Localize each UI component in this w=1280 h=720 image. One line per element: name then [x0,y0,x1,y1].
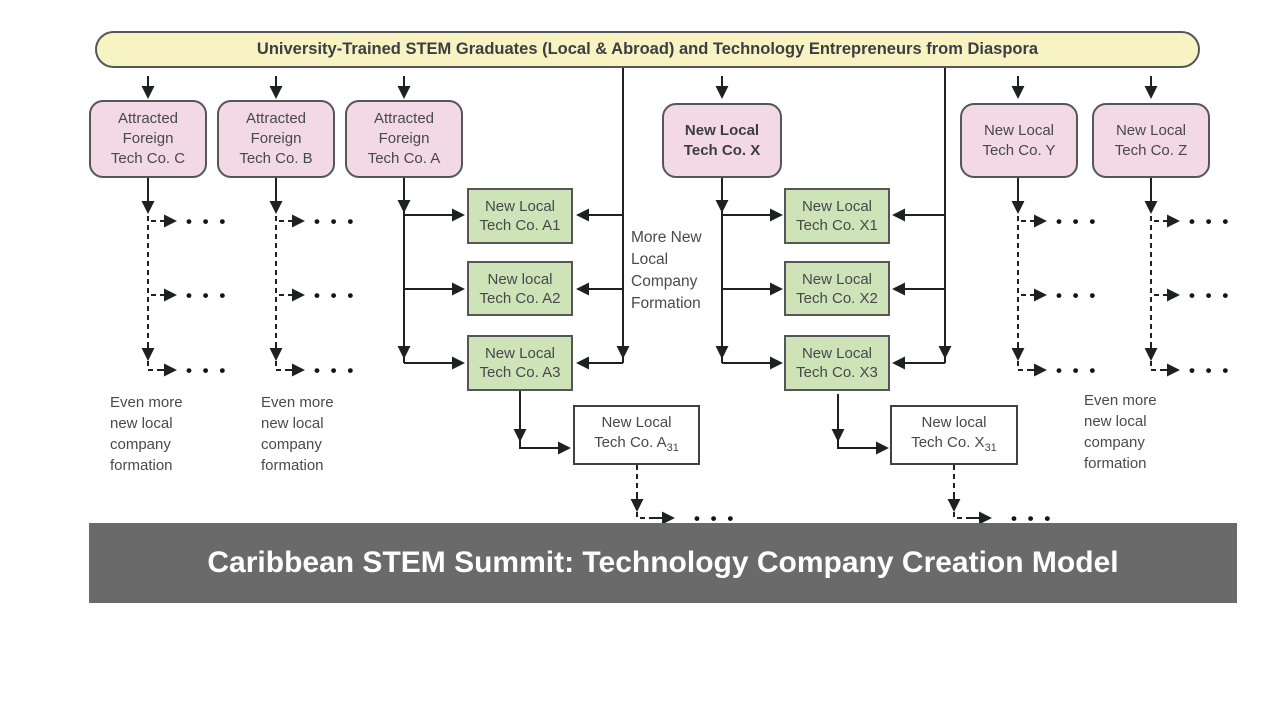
ellipsis: • • • [314,212,357,231]
label-line: Local [631,251,669,268]
node-text-line: Tech Co. X2 [796,289,878,307]
node-text-line: Attracted [245,110,307,127]
ellipsis: • • • [1056,212,1099,231]
node-text-line: New Local [484,345,556,362]
ellipsis: • • • [694,509,737,528]
node-text-line: Tech Co. X31 [911,433,997,458]
node-attracted-foreign-tech-co-b: Attracted Foreign Tech Co. B [217,100,335,178]
node-text-line: New Local [801,270,873,288]
ellipsis: • • • [1189,361,1232,380]
node-text-line: Tech Co. X1 [796,217,878,234]
node-text-main: Tech Co. X [911,433,985,451]
node-text-line: Attracted [373,110,435,127]
node-new-local-tech-co-a2: New local Tech Co. A2 [467,261,573,316]
node-text-line: New Local [801,345,873,362]
label-line: new local [110,415,173,432]
ellipsis: • • • [314,286,357,305]
node-text-line: Tech Co. Y [982,141,1056,159]
caption-text: Caribbean STEM Summit: Technology Compan… [207,546,1119,579]
node-text-line: New Local [601,413,672,431]
node-text-line: Tech Co. A1 [479,217,561,234]
label-line: More New [631,229,702,246]
label-line: Even more [1084,392,1157,409]
label-line: company [261,436,322,453]
label-even-more-left-c: Even more new local company formation [110,392,183,476]
node-new-local-tech-co-x31: New local Tech Co. X31 [890,405,1018,465]
label-line: Formation [631,295,701,312]
node-text-line: New Local [684,121,760,139]
node-text-line: New Local [1115,121,1187,139]
label-line: Even more [261,394,334,411]
label-even-more-right: Even more new local company formation [1084,390,1157,474]
ellipsis: • • • [1011,509,1054,528]
node-attracted-foreign-tech-co-c: Attracted Foreign Tech Co. C [89,100,207,178]
label-line: new local [1084,413,1147,430]
ellipsis: • • • [186,212,229,231]
label-line: formation [110,457,173,474]
node-text-main: Tech Co. A [594,433,667,451]
node-text-line: Tech Co. X3 [796,364,878,381]
ellipsis: • • • [186,286,229,305]
dashed-connectors [147,216,1164,519]
label-line: company [110,436,171,453]
ellipsis: • • • [186,361,229,380]
node-text-line: Tech Co. A2 [479,289,561,307]
ellipsis: • • • [1189,286,1232,305]
connector-arrowheads [141,76,1180,525]
node-new-local-tech-co-y: New Local Tech Co. Y [960,103,1078,178]
node-text-line: Tech Co. A3 [479,364,561,381]
source-banner: University-Trained STEM Graduates (Local… [95,31,1200,68]
node-text-subscript: 31 [984,441,997,454]
node-text-line: Tech Co. Z [1114,141,1188,159]
node-new-local-tech-co-x2: New Local Tech Co. X2 [784,261,890,316]
node-new-local-tech-co-x3: New Local Tech Co. X3 [784,335,890,391]
label-line: new local [261,415,324,432]
node-text-line: Attracted [117,110,179,127]
label-line: formation [1084,455,1147,472]
ellipsis: • • • [1056,286,1099,305]
node-new-local-tech-co-a1: New Local Tech Co. A1 [467,188,573,244]
label-line: Company [631,273,698,290]
label-line: formation [261,457,324,474]
label-even-more-left-b: Even more new local company formation [261,392,334,476]
node-text-line: Tech Co. A31 [594,433,679,458]
node-new-local-tech-co-a31: New Local Tech Co. A31 [573,405,700,465]
node-text-line: Tech Co. X [683,141,761,159]
ellipsis: • • • [314,361,357,380]
node-text-subscript: 31 [666,441,679,454]
node-attracted-foreign-tech-co-a: Attracted Foreign Tech Co. A [345,100,463,178]
node-text-line: New local [487,270,553,288]
source-banner-text: University-Trained STEM Graduates (Local… [256,40,1039,58]
node-new-local-tech-co-z: New Local Tech Co. Z [1092,103,1210,178]
node-text-line: Foreign [122,130,174,147]
node-new-local-tech-co-x: New Local Tech Co. X [662,103,782,178]
node-new-local-tech-co-x1: New Local Tech Co. X1 [784,188,890,244]
node-text-line: Foreign [250,130,302,147]
ellipsis: • • • [1189,212,1232,231]
ellipsis: • • • [1056,361,1099,380]
node-text-line: New Local [983,121,1055,139]
node-text-line: New Local [801,198,873,215]
node-text-line: New local [921,413,987,431]
node-text-line: Tech Co. B [239,150,313,167]
node-text-line: Foreign [378,130,430,147]
caption-bar: Caribbean STEM Summit: Technology Compan… [89,523,1237,603]
node-text-line: Tech Co. C [110,150,186,167]
label-line: Even more [110,394,183,411]
node-new-local-tech-co-a3: New Local Tech Co. A3 [467,335,573,391]
label-line: company [1084,434,1145,451]
label-more-new-local-company-formation: More New Local Company Formation [631,227,702,315]
node-text-line: New Local [484,198,556,215]
node-text-line: Tech Co. A [367,150,441,167]
